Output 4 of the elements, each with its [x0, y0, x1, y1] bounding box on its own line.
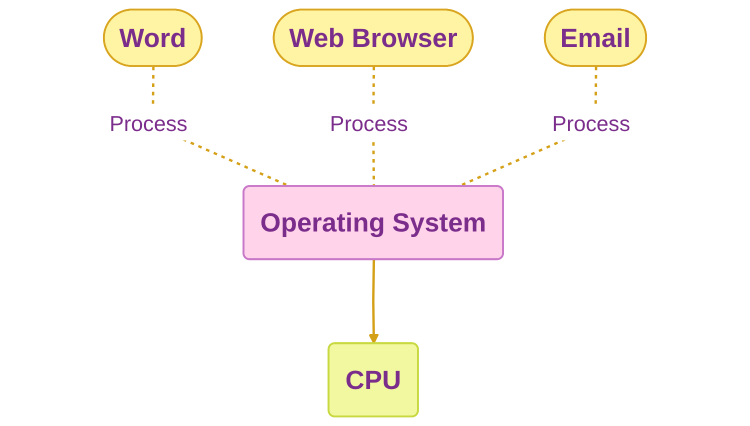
- edge-label: Process: [330, 112, 408, 136]
- arrow: [368, 260, 379, 344]
- edge-label: Process: [552, 112, 630, 136]
- edge-label: Process: [109, 112, 188, 136]
